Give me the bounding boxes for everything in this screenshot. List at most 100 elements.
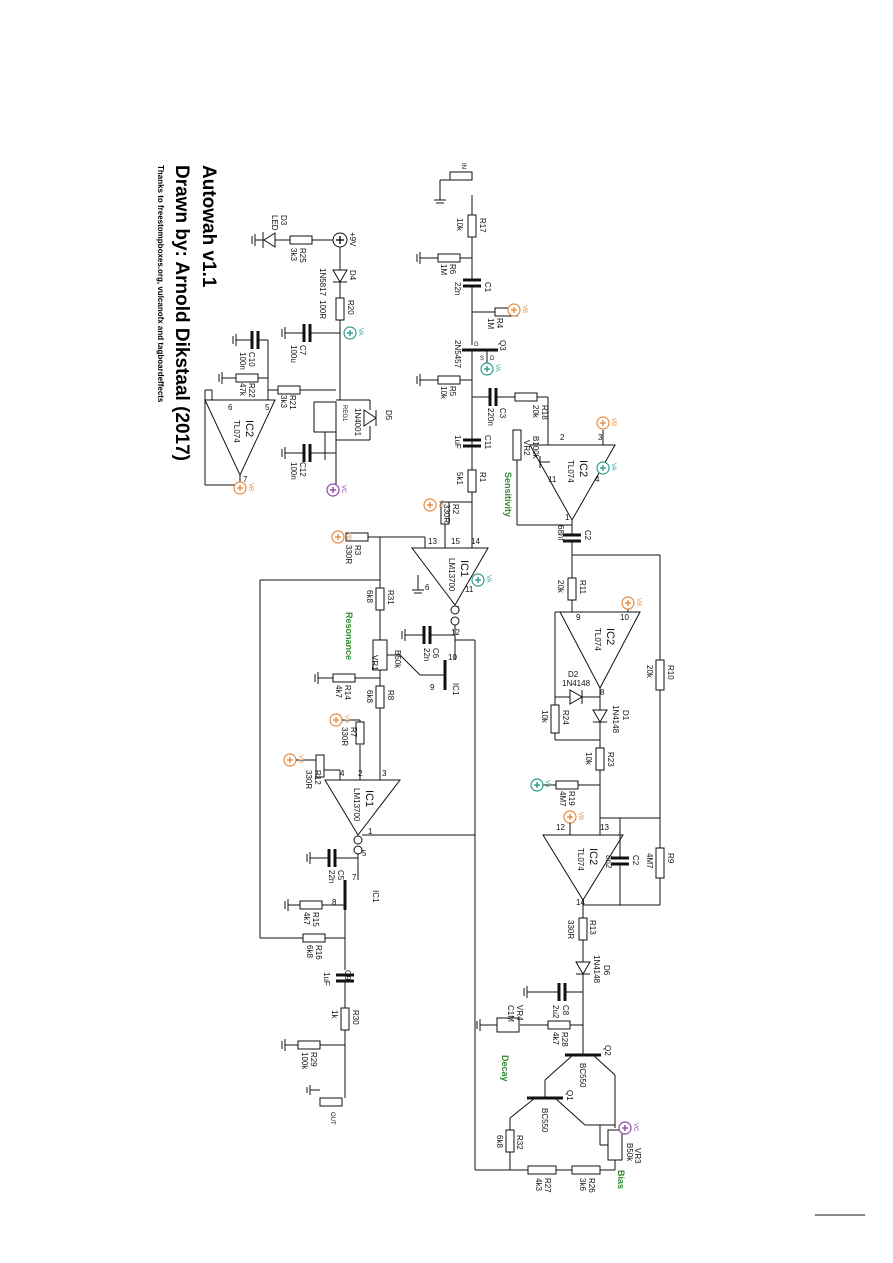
ic1a-ref: IC1 xyxy=(458,560,470,577)
r3-value: 330R xyxy=(344,545,353,564)
ic1a-pin13: 13 xyxy=(428,537,437,546)
opamp-ic2-bias-buffer xyxy=(204,399,276,477)
vr4-ref: VR4 xyxy=(515,1005,524,1021)
r18-ref: R18 xyxy=(540,405,549,420)
c3-ref: C3 xyxy=(498,408,507,419)
resistor-r30 xyxy=(340,1007,350,1031)
r13-ref: R13 xyxy=(588,920,597,935)
c2-value: 68nf xyxy=(556,525,565,541)
c5-ref: C5 xyxy=(336,870,345,881)
ic1b-pin4: 4 xyxy=(340,769,345,778)
r4-value: 1M xyxy=(486,318,495,329)
r21-ref: R21 xyxy=(288,395,297,410)
ic2-bias-pin6: 6 xyxy=(228,403,233,412)
rail-vb-label: VB xyxy=(577,812,583,820)
r32-ref: R32 xyxy=(515,1135,524,1150)
decay-label: Decay xyxy=(500,1055,510,1082)
potentiometer-vr3 xyxy=(607,1129,623,1161)
envelope-section: C2 68nf R10 20k R11 20k IC2 TL074 9 10 8… xyxy=(474,525,675,1193)
d4-value: 1N5817 xyxy=(318,268,327,297)
ic2-int-pin13: 13 xyxy=(600,823,609,832)
resistor-r32 xyxy=(505,1129,515,1153)
r15-value: 4k7 xyxy=(302,912,311,925)
sensitivity-stage: IC2 TL074 3 2 1 4 11 VR2 B100k Sensitivi… xyxy=(503,416,616,526)
r19-ref: R19 xyxy=(567,791,576,806)
r1-value: 5k1 xyxy=(455,472,464,485)
ic1-buf2-ref: IC1 xyxy=(371,890,380,903)
resistor-r16 xyxy=(302,933,326,943)
r4-ref: R4 xyxy=(495,318,504,329)
ic1b-pin3: 3 xyxy=(382,769,387,778)
resistor-r19 xyxy=(555,780,579,790)
c5-value: 22n xyxy=(327,870,336,883)
ic1a-value: LM13700 xyxy=(447,558,456,592)
r2-ref: R2 xyxy=(451,504,460,515)
ic1b-pin1: 1 xyxy=(368,827,373,836)
title-line2: Drawn by: Arnold Dikstaal (2017) xyxy=(171,165,192,461)
resistor-r13 xyxy=(578,917,588,941)
c9-ref: C9 xyxy=(343,970,352,981)
resistor-r6 xyxy=(437,253,461,263)
c11-value: 1uF xyxy=(453,435,462,449)
ic2-sens-pin11: 11 xyxy=(548,475,557,484)
c10-ref: C10 xyxy=(247,352,256,367)
r31-ref: R31 xyxy=(386,590,395,605)
ic1a-pin6: 6 xyxy=(425,583,430,592)
r15-ref: R15 xyxy=(311,912,320,927)
rail-vb-label: VB xyxy=(345,532,351,540)
r10-ref: R10 xyxy=(666,665,675,680)
r1-ref: R1 xyxy=(478,472,487,483)
filter-section: R3 330R IC1 LM13700 13 15 14 11 16 12 6 … xyxy=(259,530,491,1125)
c6-value: 22n xyxy=(422,648,431,661)
r10-value: 20k xyxy=(645,665,654,679)
r23-value: 10k xyxy=(584,752,593,766)
ic2-sens-pin1: 1 xyxy=(565,513,570,522)
ic2-sens-pin2: 2 xyxy=(560,433,565,442)
ic1-buf-pin10: 10 xyxy=(448,653,457,662)
potentiometer-vr2 xyxy=(512,429,522,461)
r7-ref: R7 xyxy=(349,727,358,738)
resistor-r11 xyxy=(567,577,577,601)
diode-d4 xyxy=(332,269,348,283)
r12-value: 330R xyxy=(304,770,313,789)
r16-value: 6k8 xyxy=(305,945,314,958)
vr2-value: B100k xyxy=(531,436,540,460)
d6-ref: D6 xyxy=(602,965,611,976)
d1-ref: D1 xyxy=(621,710,630,721)
vr3-ref: VR3 xyxy=(633,1148,642,1164)
q3-ref: Q3 xyxy=(498,340,507,351)
vr1-value: B50k xyxy=(393,650,402,669)
c-8n2-ref: C2 xyxy=(631,855,640,866)
rail-va-label: VA xyxy=(610,463,616,471)
resistor-r15 xyxy=(299,900,323,910)
c11-ref: C11 xyxy=(483,435,492,450)
vr2-ref: VR2 xyxy=(522,440,531,456)
resistor-r31 xyxy=(375,587,385,611)
rail-va-label: VA xyxy=(357,328,363,336)
resistor-r17 xyxy=(467,214,477,238)
r11-ref: R11 xyxy=(578,580,587,595)
resistor-r9 xyxy=(655,847,665,879)
r24-value: 10k xyxy=(540,710,549,724)
r28-ref: R28 xyxy=(560,1032,569,1047)
r8-ref: R8 xyxy=(386,690,395,701)
d3-value: LED xyxy=(270,215,279,231)
resistor-r28 xyxy=(547,1020,571,1030)
r5-ref: R5 xyxy=(448,386,457,397)
resistor-r1 xyxy=(467,469,477,493)
r23-ref: R23 xyxy=(606,752,615,767)
r22-ref: R22 xyxy=(247,383,256,398)
d5-ref: D5 xyxy=(384,410,393,421)
ic2-int-value: TL074 xyxy=(576,848,585,871)
ic1a-pin15: 15 xyxy=(451,537,460,546)
r24-ref: R24 xyxy=(561,710,570,725)
power-supply-section: +9V R25 3k3 D3 LED D4 1N5817 R20 100R C7 xyxy=(204,215,393,497)
ic2-sens-ref: IC2 xyxy=(577,460,589,477)
d4-ref: D4 xyxy=(348,270,357,281)
r7-value: 330R xyxy=(340,727,349,746)
resistor-r23 xyxy=(595,747,605,771)
ic2-rect-pin10: 10 xyxy=(620,613,629,622)
r30-ref: R30 xyxy=(351,1010,360,1025)
resistor-r5 xyxy=(437,375,461,385)
